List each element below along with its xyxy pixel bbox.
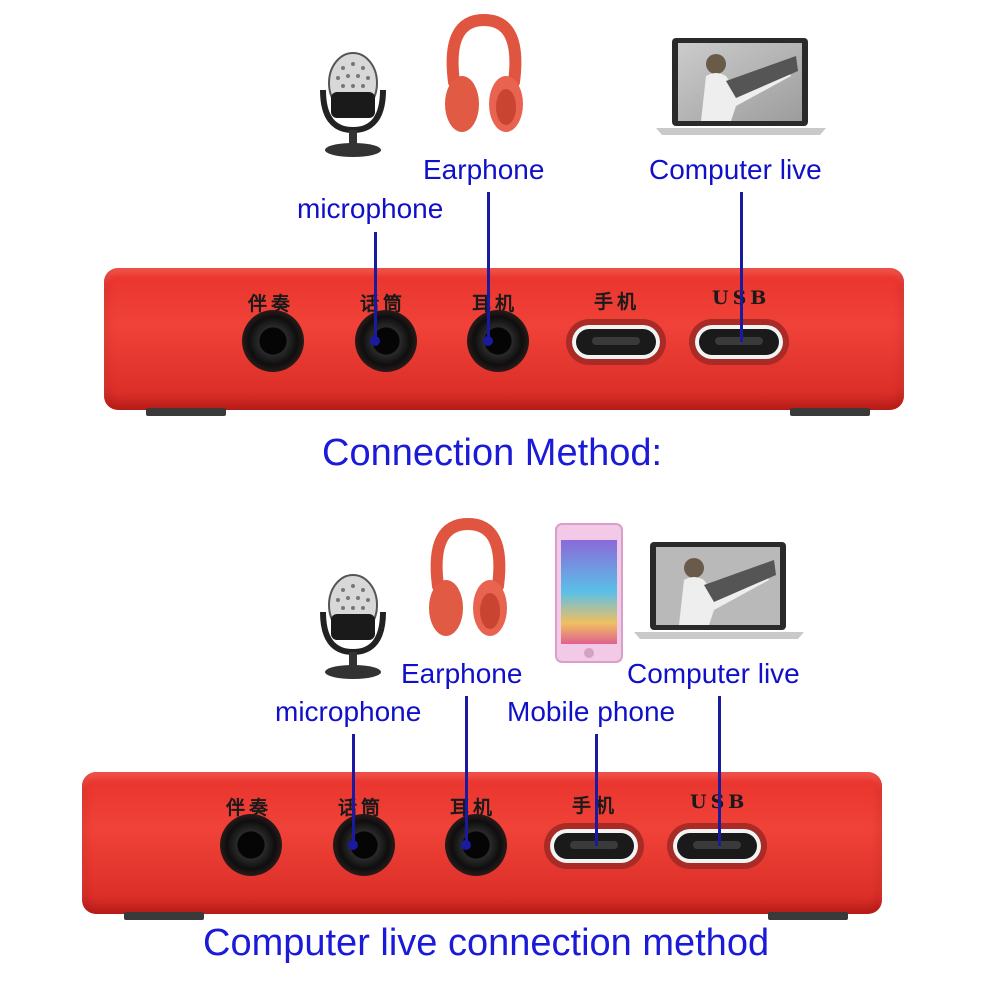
port-label-mobile: 手机 — [594, 291, 641, 313]
earphone-label: Earphone — [401, 658, 523, 689]
computer-usb-port — [673, 829, 761, 863]
port-label-headphone: 耳机 — [450, 797, 497, 819]
port-label-mobile: 手机 — [572, 791, 618, 818]
microphone-jack — [355, 310, 417, 372]
computer-live-label: Computer live — [627, 658, 800, 689]
port-label-accompaniment: 伴奏 — [226, 797, 273, 819]
earphone-connector-line — [487, 192, 490, 340]
accompaniment-jack — [242, 310, 304, 372]
microphone-icon — [320, 52, 386, 157]
connection-method-heading: Connection Method: — [322, 432, 663, 474]
mobile-connector-line — [595, 734, 598, 846]
port-label-accompaniment: 伴奏 — [248, 293, 295, 315]
accompaniment-jack — [220, 814, 282, 876]
headphones-icon — [429, 517, 507, 636]
computer-live-connection-panel: Earphone Computer live microphone Mobile… — [0, 500, 1001, 1001]
computer-connector-line — [740, 192, 743, 342]
computer-usb-port — [695, 325, 783, 359]
earphone-connector-line — [465, 696, 468, 844]
computer-live-connection-heading: Computer live connection method — [203, 922, 770, 964]
port-label-headphone: 耳机 — [472, 293, 519, 315]
microphone-label: microphone — [297, 193, 444, 224]
earphone-label: Earphone — [423, 154, 545, 185]
mobile-usb-port — [550, 829, 638, 863]
microphone-icon — [320, 574, 386, 679]
earphone-connector-dot — [483, 336, 493, 346]
earphone-connector-dot — [461, 840, 471, 850]
headphone-jack — [445, 814, 507, 876]
port-label-microphone: 话筒 — [360, 293, 407, 315]
connection-method-panel: Earphone Computer live microphone 伴奏 话筒 … — [0, 0, 1001, 500]
mobile-phone-icon — [555, 523, 623, 663]
device-foot — [124, 912, 204, 920]
laptop-icon — [656, 38, 826, 135]
microphone-connector-line — [352, 734, 355, 844]
port-label-microphone: 话筒 — [338, 797, 385, 819]
port-label-usb: USB — [712, 287, 770, 309]
headphone-jack — [467, 310, 529, 372]
microphone-connector-dot — [370, 336, 380, 346]
port-label-usb: USB — [690, 791, 748, 813]
microphone-jack — [333, 814, 395, 876]
device-foot — [146, 408, 226, 416]
computer-live-label: Computer live — [649, 154, 822, 185]
laptop-icon — [634, 542, 804, 639]
device-foot — [768, 912, 848, 920]
microphone-connector-dot — [348, 840, 358, 850]
microphone-connector-line — [374, 232, 377, 340]
computer-connector-line — [718, 696, 721, 846]
headphones-icon — [445, 13, 523, 132]
mobile-usb-port — [572, 325, 660, 359]
device-foot — [790, 408, 870, 416]
mobile-phone-label: Mobile phone — [507, 696, 676, 727]
microphone-label: microphone — [275, 696, 422, 727]
